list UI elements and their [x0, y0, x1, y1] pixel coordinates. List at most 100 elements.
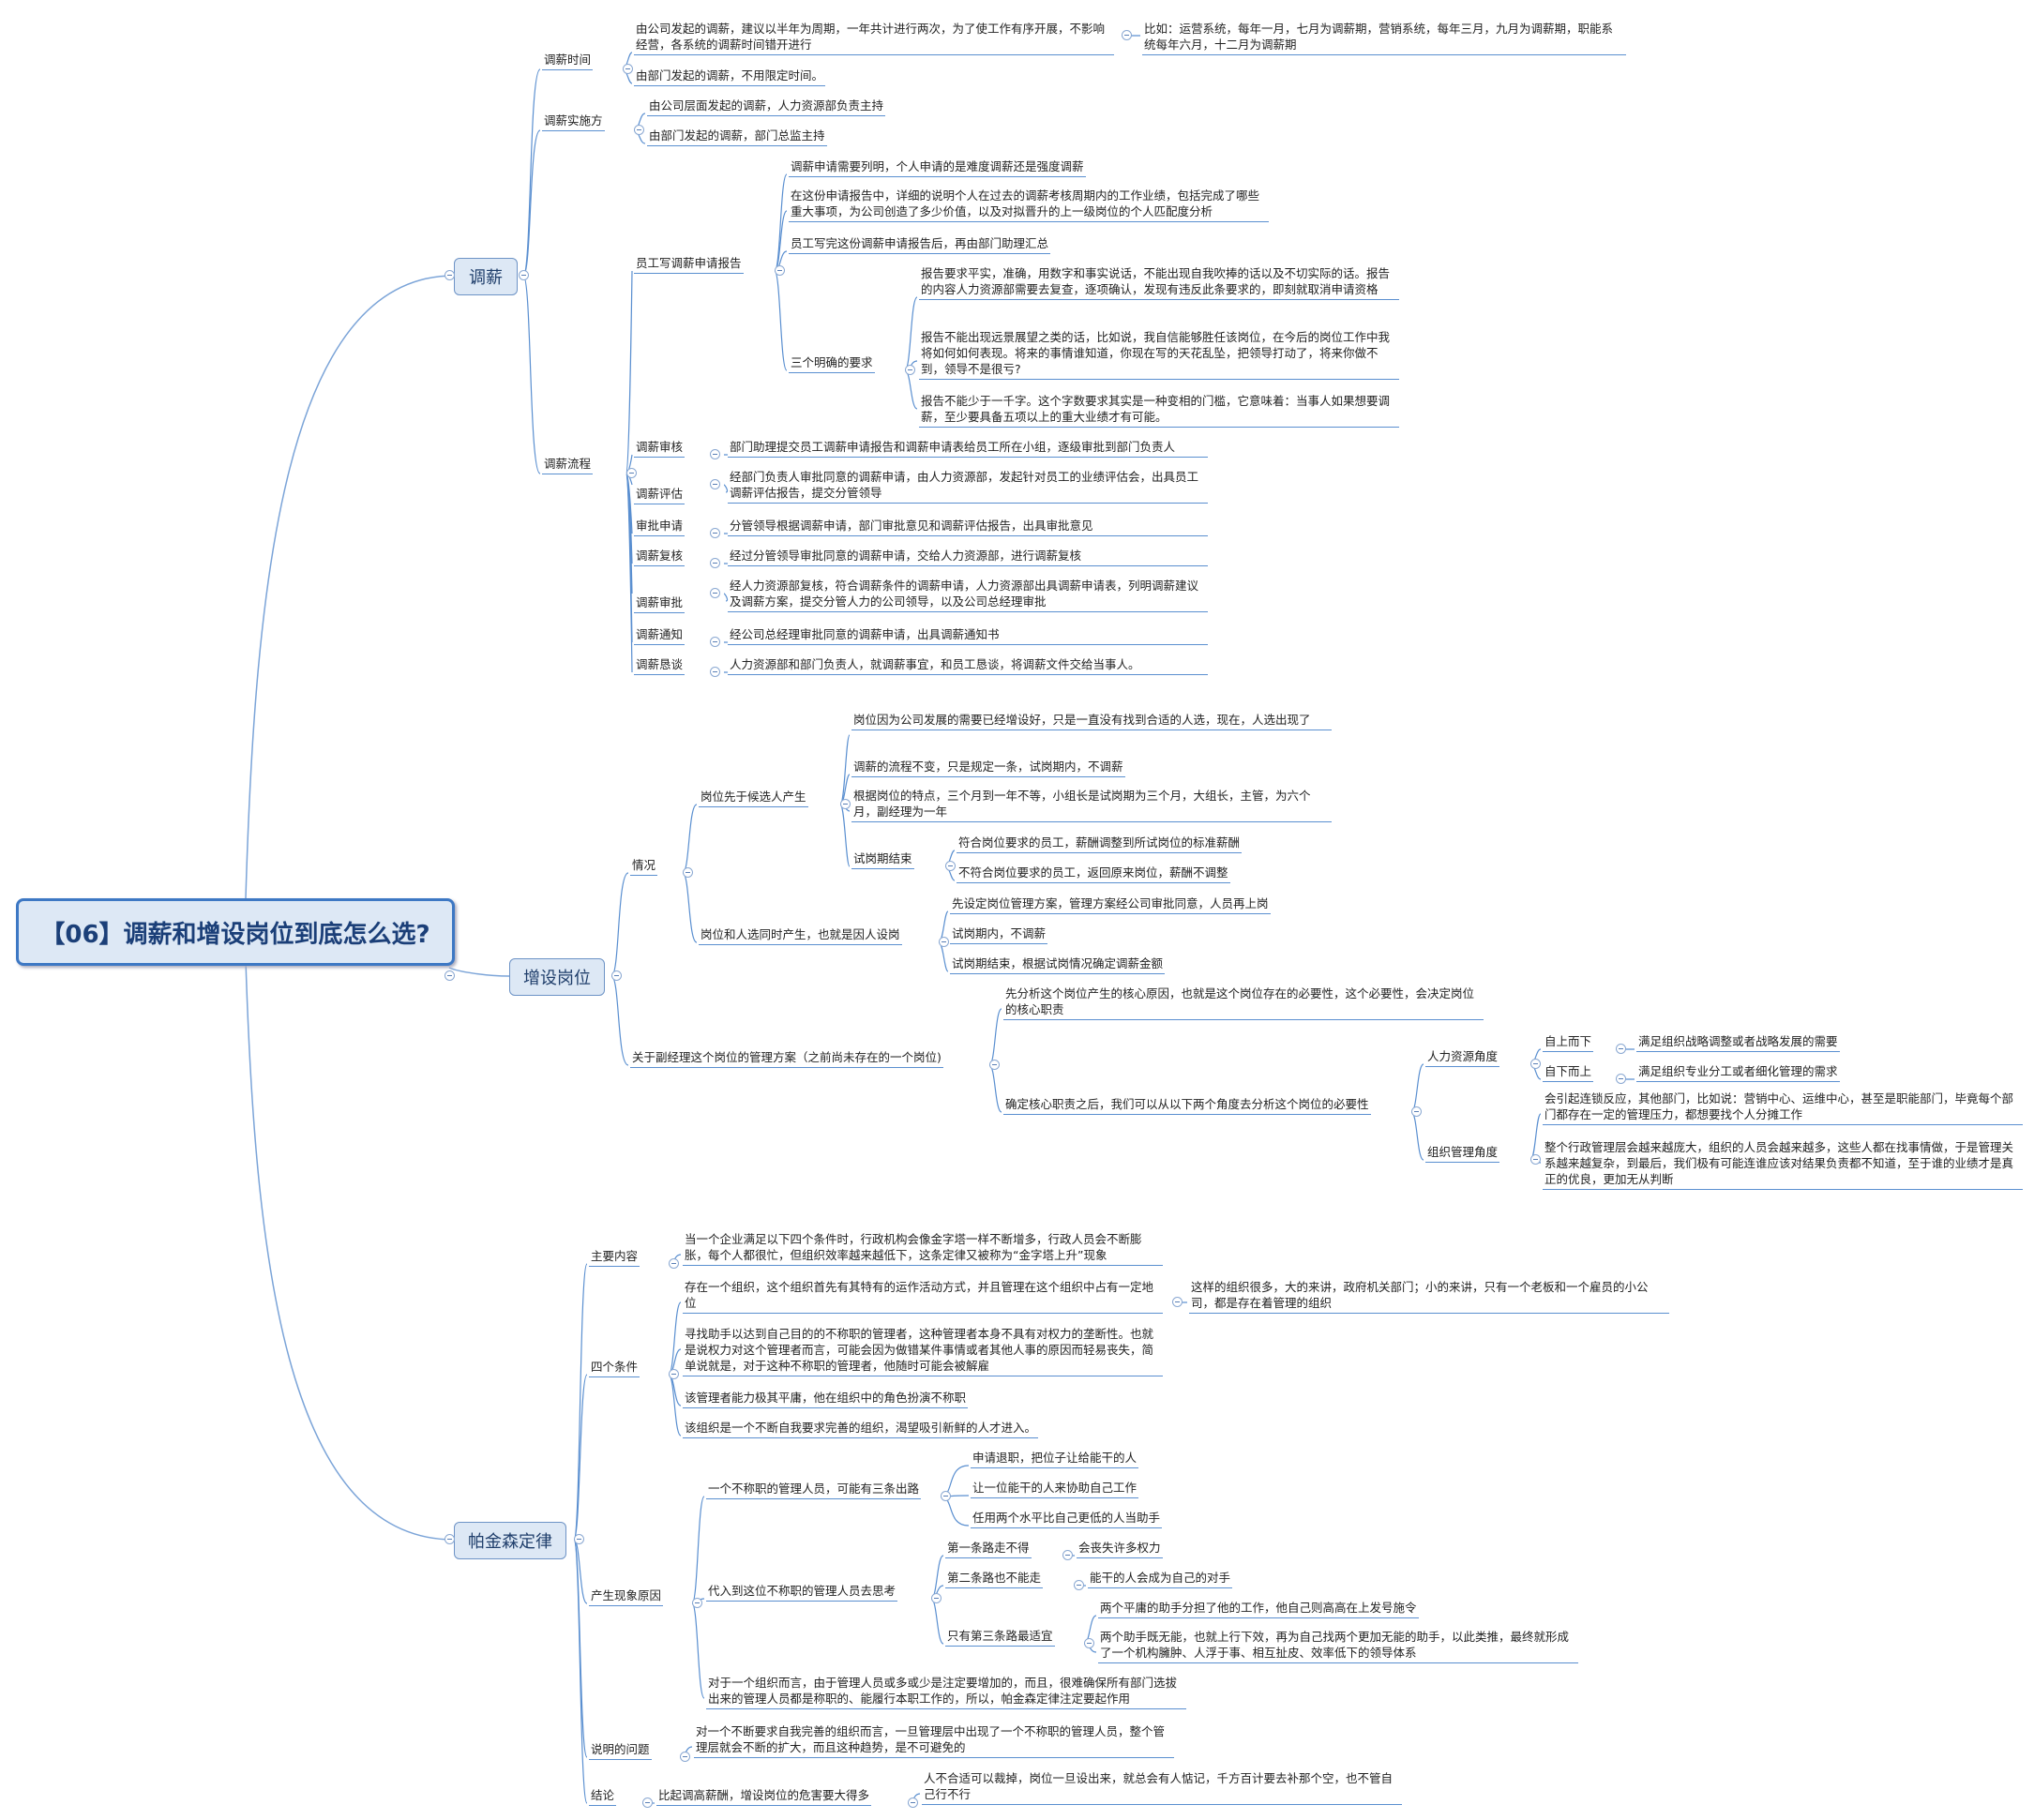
collapse-toggle-icon[interactable] — [1074, 1580, 1084, 1590]
org-item[interactable]: 整个行政管理层会越来越庞大，组织的人员会越来越多，这些人都在找事情做，于是管理关… — [1543, 1139, 2023, 1190]
collapse-toggle-icon[interactable] — [710, 528, 720, 538]
bottom-up[interactable]: 自下而上 — [1543, 1063, 1594, 1082]
collapse-toggle-icon[interactable] — [931, 1593, 942, 1603]
situation-item[interactable]: 调薪的流程不变，只是规定一条，试岗期内，不调薪 — [851, 759, 1125, 777]
simultaneous-item[interactable]: 先设定岗位管理方案，管理方案经公司审批同意，人员再上岗 — [950, 895, 1271, 914]
flow-step-detail[interactable]: 分管领导根据调薪申请，部门审批意见和调薪评估报告，出具审批意见 — [728, 518, 1208, 536]
impl-company[interactable]: 由公司层面发起的调薪，人力资源部负责主持 — [647, 98, 886, 116]
flow-step-label[interactable]: 调薪评估 — [634, 486, 686, 504]
third-path[interactable]: 只有第三条路最适宜 — [945, 1628, 1055, 1647]
topic-four-conditions[interactable]: 四个条件 — [589, 1359, 640, 1377]
time-dept[interactable]: 由部门发起的调薪，不用限定时间。 — [634, 68, 826, 86]
third-path-item[interactable]: 两个助手既无能，也就上行下效，再为自己找两个更加无能的助手，以此类推，最终就形成… — [1098, 1629, 1578, 1663]
trial-end-item[interactable]: 不符合岗位要求的员工，返回原来岗位，薪酬不调整 — [957, 865, 1230, 883]
trial-end-item[interactable]: 符合岗位要求的员工，薪酬调整到所试岗位的标准薪酬 — [957, 835, 1243, 853]
condition-item[interactable]: 该管理者能力极其平庸，他在组织中的角色扮演不称职 — [683, 1390, 969, 1408]
flow-step-detail[interactable]: 经部门负责人审批同意的调薪申请，由人力资源部，发起针对员工的业绩评估会，出具员工… — [728, 469, 1208, 504]
cause-three-paths[interactable]: 一个不称职的管理人员，可能有三条出路 — [706, 1481, 922, 1499]
condition-item[interactable]: 存在一个组织，这个组织首先有其特有的运作活动方式，并且管理在这个组织中占有一定地… — [683, 1279, 1163, 1314]
requirement-item[interactable]: 报告不能出现远景展望之类的话，比如说，我自信能够胜任该岗位，在今后的岗位工作中我… — [919, 329, 1399, 380]
situation-simultaneous[interactable]: 岗位和人选同时产生，也就是因人设岗 — [699, 926, 902, 945]
deputy-necessity[interactable]: 确定核心职责之后，我们可以从以下两个角度去分析这个岗位的必要性 — [1003, 1096, 1371, 1115]
collapse-toggle-icon[interactable] — [775, 265, 785, 276]
collapse-toggle-icon[interactable] — [680, 1752, 690, 1762]
topic-situation[interactable]: 情况 — [630, 857, 658, 876]
flow-step-label[interactable]: 调薪审批 — [634, 594, 686, 613]
collapse-toggle-icon[interactable] — [1411, 1106, 1422, 1117]
top-down-item[interactable]: 满足组织战略调整或者战略发展的需要 — [1636, 1033, 1840, 1052]
topic-time[interactable]: 调薪时间 — [542, 52, 594, 70]
collapse-toggle-icon[interactable] — [669, 1369, 679, 1379]
flow-step-label[interactable]: 调薪通知 — [634, 626, 686, 645]
time-company[interactable]: 由公司发起的调薪，建议以半年为周期，一年共计进行两次，为了使工作有序开展，不影响… — [634, 21, 1114, 55]
root-topic[interactable]: 【06】调薪和增设岗位到底怎么选? — [16, 898, 455, 966]
second-path-reason[interactable]: 能干的人会成为自己的对手 — [1088, 1570, 1233, 1588]
collapse-toggle-icon[interactable] — [669, 1258, 679, 1269]
report-item[interactable]: 在这份申请报告中，详细的说明个人在过去的调薪考核周期内的工作业绩，包括完成了哪些… — [789, 188, 1269, 222]
topic-requirements[interactable]: 三个明确的要求 — [789, 354, 875, 373]
simultaneous-item[interactable]: 试岗期结束，根据试岗情况确定调薪金额 — [950, 955, 1166, 974]
collapse-toggle-icon[interactable] — [941, 1491, 951, 1501]
requirement-item[interactable]: 报告不能少于一千字。这个字数要求其实是一种变相的门槛，它意味着：当事人如果想要调… — [919, 393, 1399, 428]
topic-explanation[interactable]: 说明的问题 — [589, 1741, 652, 1760]
collapse-toggle-icon[interactable] — [642, 1797, 653, 1808]
flow-step-detail[interactable]: 经人力资源部复核，符合调薪条件的调薪申请，人力资源部出具调薪申请表，列明调薪建议… — [728, 578, 1208, 612]
collapse-toggle-icon[interactable] — [989, 1060, 1000, 1070]
topic-causes[interactable]: 产生现象原因 — [589, 1587, 664, 1606]
first-path[interactable]: 第一条路走不得 — [945, 1540, 1032, 1558]
requirement-item[interactable]: 报告要求平实，准确，用数字和事实说话，不能出现自我吹捧的话以及不切实际的话。报告… — [919, 265, 1399, 300]
collapse-toggle-icon[interactable] — [710, 588, 720, 598]
path-item[interactable]: 申请退职，把位子让给能干的人 — [971, 1450, 1139, 1468]
path-item[interactable]: 让一位能干的人来协助自己工作 — [971, 1480, 1139, 1498]
conclusion-example[interactable]: 人不合适可以裁掉，岗位一旦设出来，就总会有人惦记，千方百计要去补那个空，也不管自… — [922, 1770, 1402, 1805]
condition-item[interactable]: 该组织是一个不断自我要求完善的组织，渴望吸引新鲜的人才进入。 — [683, 1420, 1039, 1438]
first-path-reason[interactable]: 会丧失许多权力 — [1077, 1540, 1163, 1558]
topic-main-content[interactable]: 主要内容 — [589, 1248, 640, 1267]
main-content-item[interactable]: 当一个企业满足以下四个条件时，行政机构会像金字塔一样不断增多，行政人员会不断膨胀… — [683, 1231, 1163, 1266]
collapse-toggle-icon[interactable] — [611, 970, 622, 981]
topic-report[interactable]: 员工写调薪申请报告 — [634, 255, 744, 274]
cause-conclusion[interactable]: 对于一个组织而言，由于管理人员或多或少是注定要增加的，而且，很难确保所有部门选拔… — [706, 1675, 1186, 1709]
topic-impl[interactable]: 调薪实施方 — [542, 113, 605, 131]
collapse-toggle-icon[interactable] — [692, 1598, 702, 1608]
collapse-toggle-icon[interactable] — [444, 1534, 455, 1544]
condition-example[interactable]: 这样的组织很多，大的来讲，政府机关部门；小的来讲，只有一个老板和一个雇员的小公司… — [1189, 1279, 1669, 1314]
collapse-toggle-icon[interactable] — [1616, 1074, 1626, 1084]
collapse-toggle-icon[interactable] — [939, 937, 949, 947]
collapse-toggle-icon[interactable] — [710, 667, 720, 677]
flow-step-label[interactable]: 调薪复核 — [634, 548, 686, 566]
collapse-toggle-icon[interactable] — [945, 861, 956, 871]
time-company-example[interactable]: 比如：运营系统，每年一月，七月为调薪期，营销系统，每年三月，九月为调薪期，职能系… — [1142, 21, 1626, 55]
top-down[interactable]: 自上而下 — [1543, 1033, 1594, 1052]
collapse-toggle-icon[interactable] — [908, 1797, 918, 1808]
collapse-toggle-icon[interactable] — [444, 270, 455, 280]
flow-step-label[interactable]: 调薪恳谈 — [634, 656, 686, 675]
collapse-toggle-icon[interactable] — [444, 970, 455, 981]
situation-item[interactable]: 根据岗位的特点，三个月到一年不等，小组长是试岗期为三个月，大组长，主管，为六个月… — [851, 788, 1332, 822]
branch-zengshe[interactable]: 增设岗位 — [509, 958, 605, 996]
collapse-toggle-icon[interactable] — [626, 468, 637, 478]
report-item[interactable]: 员工写完这份调薪申请报告后，再由部门助理汇总 — [789, 235, 1051, 254]
report-item[interactable]: 调薪申请需要列明，个人申请的是难度调薪还是强度调薪 — [789, 158, 1086, 177]
flow-step-detail[interactable]: 人力资源部和部门负责人，就调薪事宜，和员工恳谈，将调薪文件交给当事人。 — [728, 656, 1208, 675]
second-path[interactable]: 第二条路也不能走 — [945, 1570, 1044, 1588]
cause-think-as-manager[interactable]: 代入到这位不称职的管理人员去思考 — [706, 1583, 898, 1602]
collapse-toggle-icon[interactable] — [1122, 30, 1132, 40]
topic-flow[interactable]: 调薪流程 — [542, 456, 594, 474]
collapse-toggle-icon[interactable] — [1616, 1044, 1626, 1054]
flow-step-label[interactable]: 审批申请 — [634, 518, 686, 536]
bottom-up-item[interactable]: 满足组织专业分工或者细化管理的需求 — [1636, 1063, 1840, 1082]
flow-step-label[interactable]: 调薪审核 — [634, 439, 686, 458]
simultaneous-item[interactable]: 试岗期内，不调薪 — [950, 925, 1048, 944]
collapse-toggle-icon[interactable] — [634, 125, 644, 135]
flow-step-detail[interactable]: 部门助理提交员工调薪申请报告和调薪申请表给员工所在小组，逐级审批到部门负责人 — [728, 439, 1208, 458]
collapse-toggle-icon[interactable] — [710, 479, 720, 489]
collapse-toggle-icon[interactable] — [710, 637, 720, 647]
collapse-toggle-icon[interactable] — [1062, 1550, 1073, 1560]
collapse-toggle-icon[interactable] — [710, 558, 720, 568]
org-item[interactable]: 会引起连锁反应，其他部门，比如说：营销中心、运维中心，甚至是职能部门，毕竟每个部… — [1543, 1090, 2023, 1125]
branch-pajinsen[interactable]: 帕金森定律 — [454, 1522, 566, 1559]
trial-end[interactable]: 试岗期结束 — [851, 850, 914, 869]
conclusion-item[interactable]: 比起调高薪酬，增设岗位的危害要大得多 — [656, 1787, 872, 1806]
flow-step-detail[interactable]: 经公司总经理审批同意的调薪申请，出具调薪通知书 — [728, 626, 1208, 645]
